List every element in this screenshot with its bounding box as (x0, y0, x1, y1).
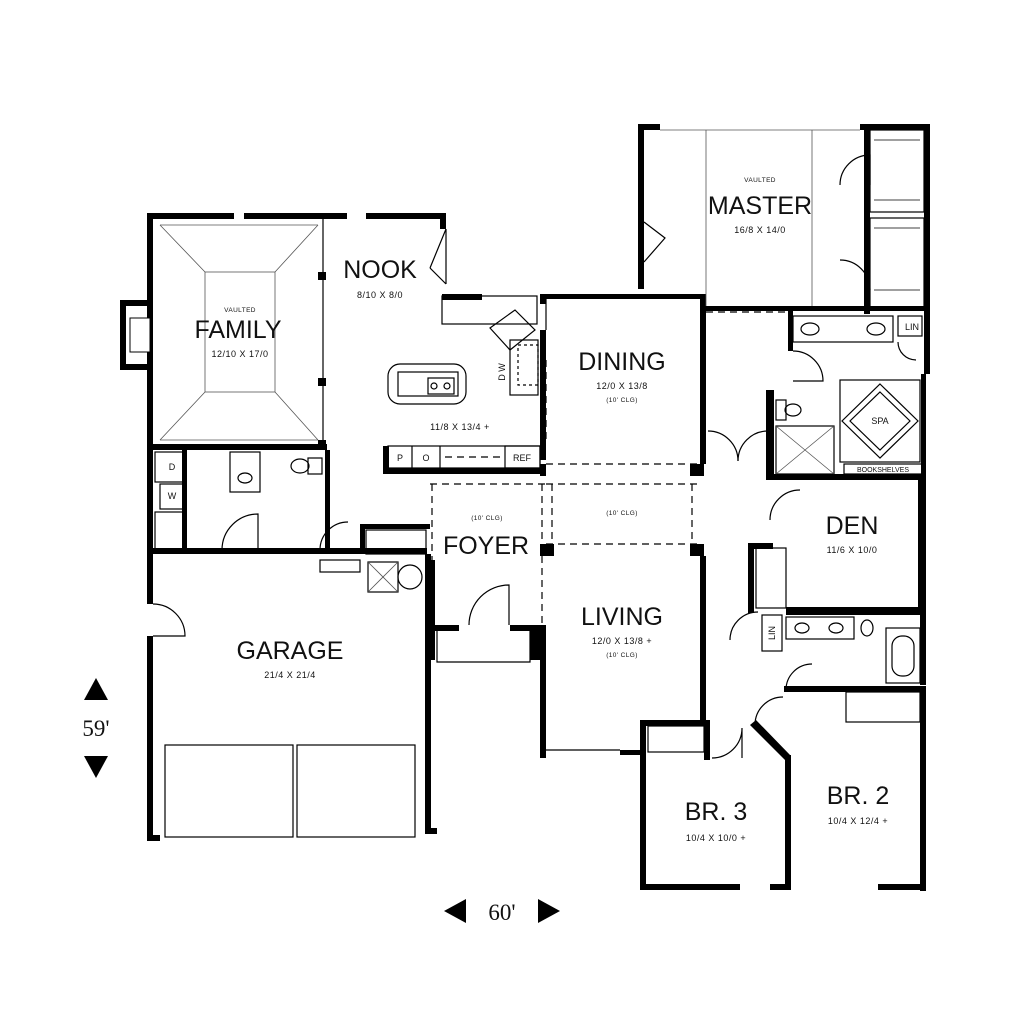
hall-linen-label: LIN (767, 626, 777, 640)
washer-label: W (168, 491, 177, 501)
dining-dims: 12/0 X 13/8 (596, 381, 648, 391)
overall-dimensions: 59' 60' (82, 678, 560, 925)
oven-label: O (422, 453, 429, 463)
br3-name: BR. 3 (685, 798, 748, 826)
nook-dims: 8/10 X 8/0 (357, 290, 403, 300)
living-ceiling: (10' CLG) (606, 652, 638, 659)
width-arrow-left-icon (444, 899, 466, 923)
room-labels: VAULTED FAMILY 12/10 X 17/0 NOOK 8/10 X … (194, 177, 889, 843)
master-linen-label: LIN (905, 322, 919, 332)
dishwasher-label: D W (497, 363, 507, 381)
spa-label: SPA (871, 416, 888, 426)
den-dims: 11/6 X 10/0 (827, 545, 878, 555)
dining-ceiling: (10' CLG) (606, 397, 638, 404)
master-name: MASTER (708, 192, 812, 220)
nook-name: NOOK (343, 256, 417, 284)
br2-dims: 10/4 X 12/4 + (828, 816, 888, 826)
depth-arrow-down-icon (84, 756, 108, 778)
br3-dims: 10/4 X 10/0 + (686, 833, 746, 843)
partitions (154, 129, 925, 753)
family-dims: 12/10 X 17/0 (211, 349, 268, 359)
garage-name: GARAGE (237, 637, 344, 665)
family-vaulted-note: VAULTED (224, 307, 256, 314)
family-name: FAMILY (194, 316, 281, 344)
kitchen-dims: 11/8 X 13/4 + (430, 422, 490, 432)
door-swings (152, 154, 917, 759)
dryer-label: D (169, 462, 176, 472)
master-dims: 16/8 X 14/0 (734, 225, 786, 235)
width-arrow-right-icon (538, 899, 560, 923)
br2-name: BR. 2 (827, 782, 890, 810)
refrigerator-label: REF (513, 453, 532, 463)
overall-depth: 59' (82, 716, 109, 741)
overall-width: 60' (488, 900, 515, 925)
dining-name: DINING (578, 348, 666, 376)
garage-dims: 21/4 X 21/4 (264, 670, 316, 680)
foyer-name: FOYER (443, 532, 529, 560)
living-name: LIVING (581, 603, 663, 631)
pantry-label: P (397, 453, 403, 463)
walls (120, 124, 930, 891)
foyer-ceiling: (10' CLG) (471, 515, 503, 522)
den-name: DEN (826, 512, 879, 540)
depth-arrow-up-icon (84, 678, 108, 700)
bookshelves-label: BOOKSHELVES (857, 467, 909, 474)
fixture-labels: SPA LIN BOOKSHELVES REF P O W D D W LIN (168, 322, 919, 640)
hall-ceiling: (10' CLG) (606, 510, 638, 517)
master-vaulted-note: VAULTED (744, 177, 776, 184)
living-dims: 12/0 X 13/8 + (592, 636, 652, 646)
